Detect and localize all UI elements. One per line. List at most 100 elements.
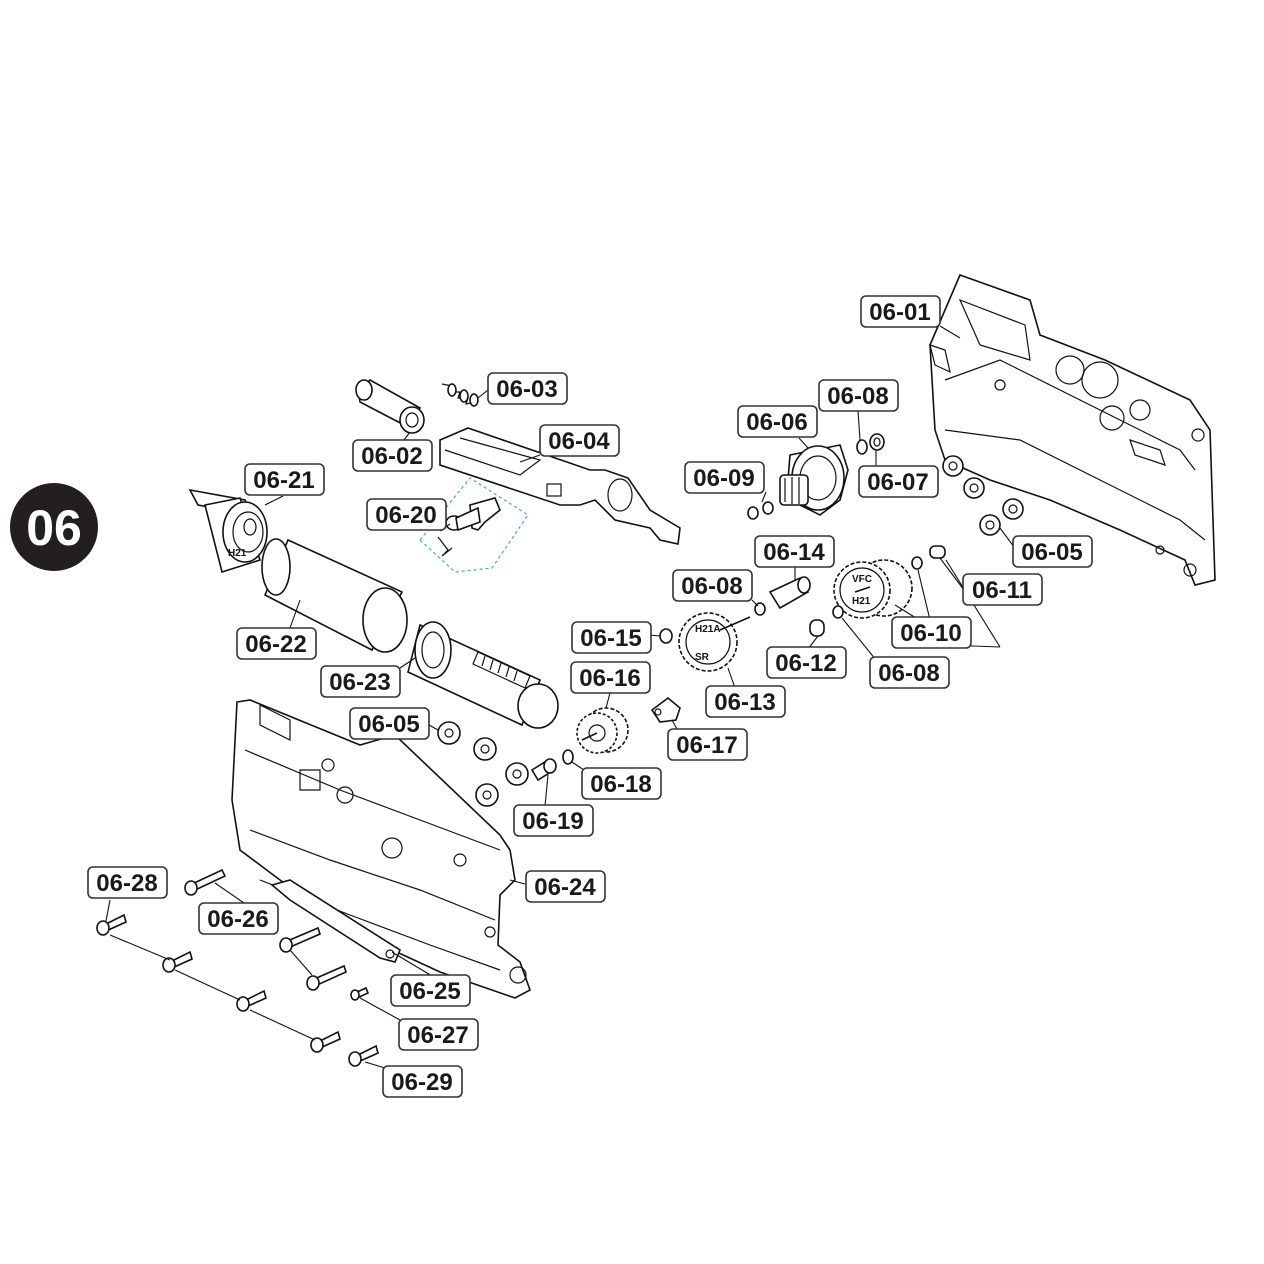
screw-26c bbox=[306, 964, 347, 991]
svg-text:06-20: 06-20 bbox=[375, 502, 436, 529]
label-0602: 06-02 bbox=[352, 439, 433, 472]
label-0614: 06-14 bbox=[754, 535, 835, 568]
cylinder bbox=[261, 538, 408, 653]
svg-text:H21: H21 bbox=[852, 596, 871, 607]
label-0628: 06-28 bbox=[87, 866, 168, 899]
label-0606: 06-06 bbox=[737, 405, 818, 438]
svg-text:06-19: 06-19 bbox=[522, 808, 583, 835]
svg-text:06-15: 06-15 bbox=[580, 625, 641, 652]
svg-text:06-08: 06-08 bbox=[878, 660, 939, 687]
svg-text:06-17: 06-17 bbox=[676, 732, 737, 759]
svg-text:06-16: 06-16 bbox=[579, 665, 640, 692]
svg-text:06-27: 06-27 bbox=[407, 1022, 468, 1049]
svg-text:06-29: 06-29 bbox=[391, 1069, 452, 1096]
svg-text:06-14: 06-14 bbox=[763, 539, 825, 566]
svg-text:06-26: 06-26 bbox=[207, 906, 268, 933]
washer-18 bbox=[562, 749, 574, 765]
tappet-plate bbox=[439, 427, 681, 545]
label-0616: 06-16 bbox=[570, 661, 651, 694]
label-0622: 06-22 bbox=[236, 627, 317, 660]
svg-text:06-06: 06-06 bbox=[746, 409, 807, 436]
section-badge: 06 bbox=[10, 483, 98, 571]
label-0617: 06-17 bbox=[667, 728, 748, 761]
label-0605b: 06-05 bbox=[1012, 535, 1093, 568]
svg-text:06-09: 06-09 bbox=[693, 465, 754, 492]
svg-text:06-08: 06-08 bbox=[681, 573, 742, 600]
cylinder-head: H21 bbox=[188, 488, 268, 574]
label-0627: 06-27 bbox=[398, 1018, 479, 1051]
selector-plate bbox=[270, 879, 401, 963]
label-0629: 06-29 bbox=[382, 1065, 463, 1098]
svg-text:SR: SR bbox=[695, 652, 710, 663]
label-0612: 06-12 bbox=[766, 646, 847, 679]
svg-text:06-13: 06-13 bbox=[714, 689, 775, 716]
svg-text:06-23: 06-23 bbox=[329, 669, 390, 696]
trigger-switch-assembly bbox=[419, 477, 529, 573]
bushing-12 bbox=[809, 605, 844, 637]
screw-27 bbox=[350, 986, 370, 1001]
svg-text:06-11: 06-11 bbox=[972, 577, 1032, 604]
label-0603: 06-03 bbox=[487, 372, 568, 405]
bushing-11 bbox=[911, 545, 946, 570]
label-0624: 06-24 bbox=[525, 870, 606, 903]
spur-gear: H21A SR bbox=[678, 612, 751, 672]
svg-text:06-07: 06-07 bbox=[867, 469, 928, 496]
label-0607: 06-07 bbox=[858, 465, 939, 498]
svg-text:06-24: 06-24 bbox=[534, 874, 596, 901]
bevel-gear bbox=[779, 444, 849, 516]
gearbox-shell-right bbox=[929, 273, 1216, 586]
screw-26a bbox=[184, 868, 227, 896]
label-0620: 06-20 bbox=[366, 498, 447, 531]
label-0621: 06-21 bbox=[244, 463, 325, 496]
screw-28d bbox=[310, 1030, 341, 1053]
label-0610: 06-10 bbox=[891, 616, 972, 649]
label-0615: 06-15 bbox=[571, 621, 652, 654]
label-0609: 06-09 bbox=[684, 461, 765, 494]
label-0605a: 06-05 bbox=[349, 707, 430, 740]
label-0608a: 06-08 bbox=[818, 379, 899, 412]
label-0611: 06-11 bbox=[962, 573, 1043, 606]
screw-28b bbox=[162, 950, 193, 973]
svg-text:06-03: 06-03 bbox=[496, 376, 557, 403]
piston bbox=[407, 621, 559, 729]
svg-text:VFC: VFC bbox=[852, 574, 872, 585]
sector-gear: VFC H21 bbox=[833, 559, 913, 619]
svg-text:06-02: 06-02 bbox=[361, 443, 422, 470]
bearing-set-right bbox=[942, 455, 1024, 536]
screw-28a bbox=[96, 913, 127, 936]
air-nozzle bbox=[355, 379, 425, 434]
label-0619: 06-19 bbox=[513, 804, 594, 837]
anti-reversal-latch bbox=[650, 696, 681, 723]
bearing-set-left bbox=[437, 721, 529, 807]
svg-text:06-18: 06-18 bbox=[590, 771, 651, 798]
bushing-19 bbox=[530, 758, 557, 782]
leader-lines bbox=[105, 325, 1018, 1069]
svg-text:06-22: 06-22 bbox=[245, 631, 306, 658]
label-0601: 06-01 bbox=[860, 295, 941, 328]
svg-text:H21A: H21A bbox=[695, 624, 721, 635]
spur-pin bbox=[754, 576, 811, 616]
svg-text:06-05: 06-05 bbox=[1021, 539, 1082, 566]
svg-text:06-28: 06-28 bbox=[96, 870, 157, 897]
svg-text:06-12: 06-12 bbox=[775, 650, 836, 677]
label-0625: 06-25 bbox=[390, 974, 471, 1007]
svg-text:06-04: 06-04 bbox=[548, 428, 610, 455]
svg-text:06-10: 06-10 bbox=[900, 620, 961, 647]
washer-09 bbox=[747, 501, 774, 520]
washer-bevel bbox=[856, 433, 885, 455]
label-0604: 06-04 bbox=[539, 424, 620, 457]
label-0618: 06-18 bbox=[581, 767, 662, 800]
svg-text:06-01: 06-01 bbox=[869, 299, 930, 326]
label-0626: 06-26 bbox=[198, 902, 279, 935]
screw-29 bbox=[348, 1044, 379, 1067]
label-0613: 06-13 bbox=[705, 685, 786, 718]
small-gear-16 bbox=[576, 707, 629, 754]
label-0608b: 06-08 bbox=[672, 569, 753, 602]
label-0623: 06-23 bbox=[320, 665, 401, 698]
screw-28c bbox=[236, 989, 267, 1012]
label-0608c: 06-08 bbox=[869, 656, 950, 689]
gearbox-shell-left bbox=[231, 699, 531, 999]
tappet-spring bbox=[441, 383, 479, 407]
svg-text:06-25: 06-25 bbox=[399, 978, 460, 1005]
